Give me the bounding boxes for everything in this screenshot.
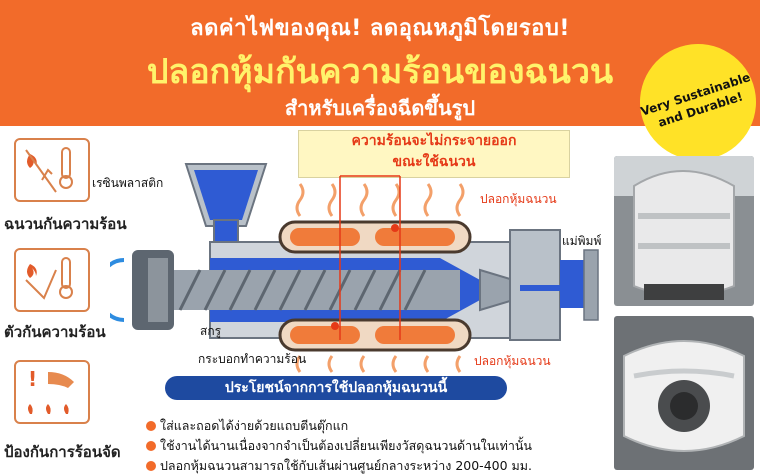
rotation-arrow [110,258,125,322]
icon-label-overheat: ป้องกันการร้อนจัด [4,443,121,461]
page-subtitle: สำหรับเครื่องฉีดขึ้นรูป [284,96,476,120]
page-title: ปลอกหุ้มกันความร้อนของฉนวน [146,52,614,92]
bullet-icon [146,421,156,431]
benefit-item: ใช้งานได้นานเนื่องจากจำเป็นต้องเปลี่ยนเพ… [146,436,532,456]
svg-text:!: ! [28,367,37,391]
mold-label: แม่พิมพ์ [562,234,602,248]
overheat-protection-icon: ! [14,360,90,424]
bullet-icon [146,461,156,471]
jacket-label-bottom: ปลอกหุ้มฉนวน [474,354,551,368]
plastic-resin [194,170,258,220]
heat-waves [295,183,465,373]
product-photo-2 [614,316,754,470]
injection-machine-diagram [110,163,599,373]
mold-cavity [560,260,584,308]
screw-flights [178,269,427,311]
benefits-heading: ประโยชน์จากการใช้ปลอกหุ้มฉนวนนี้ [165,376,507,400]
resin-label: เรซินพลาสติก [92,176,164,190]
product-photo-1 [614,156,754,306]
bullet-icon [146,441,156,451]
heat-insulation-icon [14,138,90,202]
heat-barrier-icon [14,248,90,312]
screw-label: สกรู [200,324,222,338]
icon-label-barrier: ตัวกันความร้อน [4,323,106,341]
icon-label-insulation: ฉนวนกันความร้อน [4,215,127,233]
tagline: ลดค่าไฟของคุณ! ลดอุณหภูมิโดยรอบ! [190,16,570,41]
barrel-label: กระบอกทำความร้อน [198,352,307,366]
heat-callout: ความร้อนจะไม่กระจายออก ขณะใช้ฉนวน [298,130,570,178]
jacket-label-top: ปลอกหุ้มฉนวน [480,192,557,206]
header-banner [0,0,760,126]
callout-line-1: ความร้อนจะไม่กระจายออก [351,133,517,149]
benefit-item: ใส่และถอดได้ง่ายด้วยแถบตีนตุ๊กแก [146,416,348,436]
callout-line-2: ขณะใช้ฉนวน [392,154,476,170]
benefit-item: ปลอกหุ้มฉนวนสามารถใช้กับเส้นผ่านศูนย์กลา… [146,456,532,476]
